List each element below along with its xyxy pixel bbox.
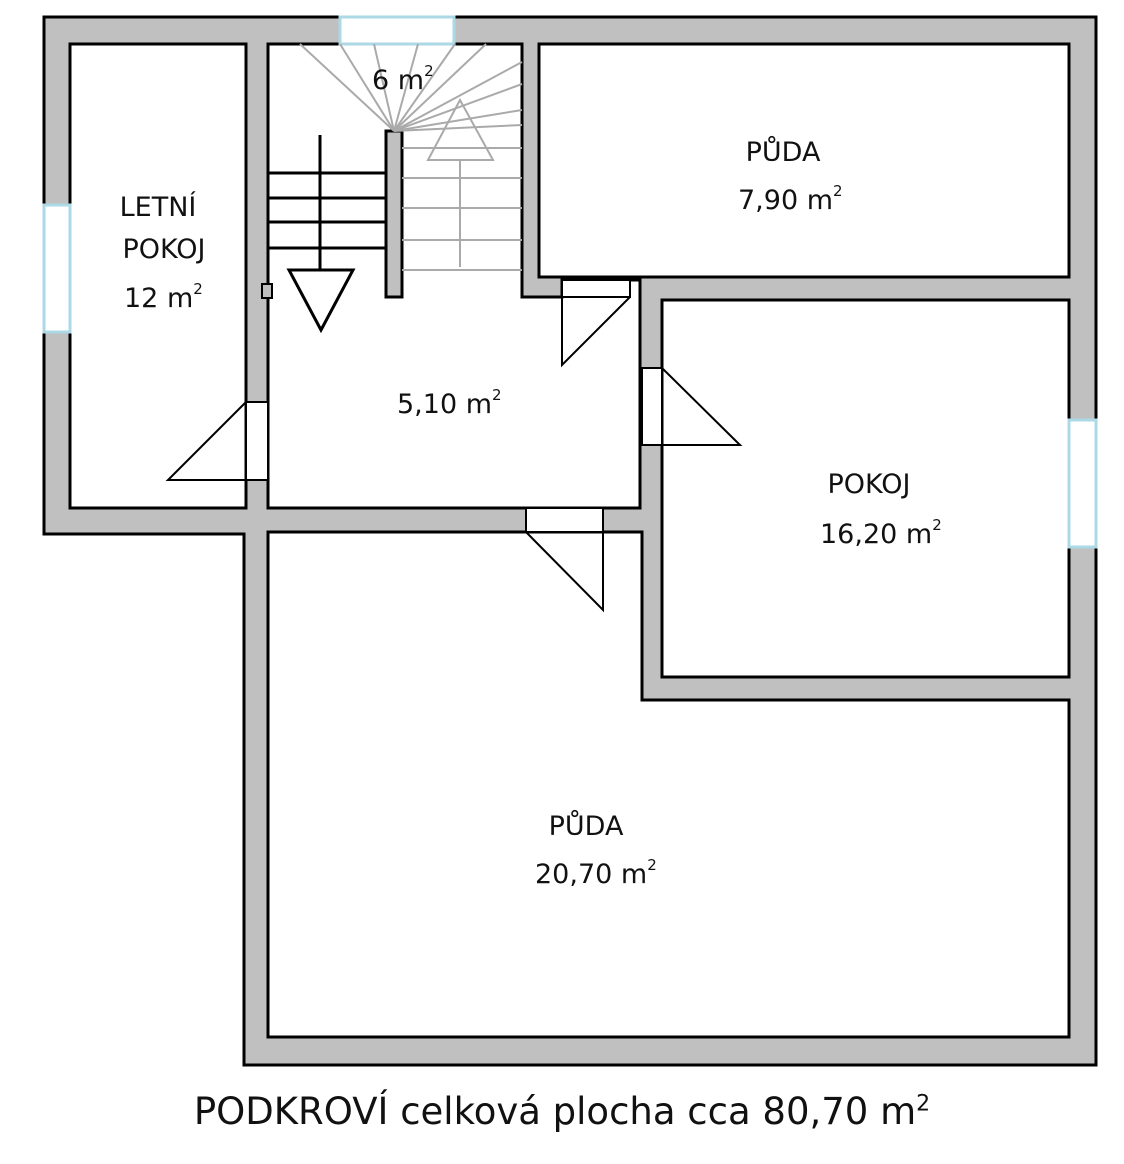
stair-down — [268, 135, 386, 334]
door-swing-letni — [165, 401, 247, 481]
wall-stub — [261, 283, 273, 299]
area-letni: 12 m2 — [124, 280, 203, 314]
caption-sup: 2 — [916, 1091, 931, 1117]
label-puda-small: PŮDA — [746, 136, 821, 168]
doors — [165, 279, 743, 613]
door-opening-puda-small — [561, 279, 631, 298]
room-puda-large-floor — [266, 530, 1071, 1039]
area-stairwell: 6 m2 — [372, 62, 434, 96]
windows — [42, 15, 1098, 549]
room-labels: LETNÍ POKOJ 12 m2 6 m2 5,10 m2 PŮDA 7,90… — [120, 62, 942, 890]
label-letni-line2: POKOJ — [123, 234, 206, 265]
door-swing-puda-small — [561, 296, 631, 368]
room-puda-small-floor — [537, 42, 1071, 279]
room-pokoj-floor — [660, 298, 1071, 679]
window-right — [1067, 418, 1098, 549]
stairs — [268, 43, 523, 334]
label-puda-large: PŮDA — [549, 810, 624, 842]
walls — [42, 15, 1098, 1067]
door-swing-pokoj — [661, 367, 743, 446]
stair-winder — [299, 43, 523, 271]
area-puda-large: 20,70 m2 — [535, 856, 657, 890]
label-letni-line1: LETNÍ — [120, 191, 197, 223]
door-opening-pokoj — [641, 367, 663, 446]
plan-caption: PODKROVÍ celková plocha cca 80,70 m2 — [0, 1090, 1124, 1133]
door-opening-puda-large — [525, 507, 604, 533]
area-puda-small: 7,90 m2 — [738, 182, 843, 216]
stair-partition — [384, 129, 404, 299]
label-pokoj: POKOJ — [828, 469, 911, 500]
area-pokoj: 16,20 m2 — [820, 516, 942, 550]
caption-text: PODKROVÍ celková plocha cca 80,70 m — [193, 1090, 917, 1133]
door-swing-puda-large — [525, 531, 604, 613]
window-left — [42, 203, 72, 334]
window-top — [338, 15, 456, 46]
floor-plan: LETNÍ POKOJ 12 m2 6 m2 5,10 m2 PŮDA 7,90… — [42, 15, 1098, 1067]
door-opening-letni — [245, 401, 269, 481]
area-hall: 5,10 m2 — [397, 386, 502, 420]
room-letni-pokoj-floor — [68, 42, 248, 510]
